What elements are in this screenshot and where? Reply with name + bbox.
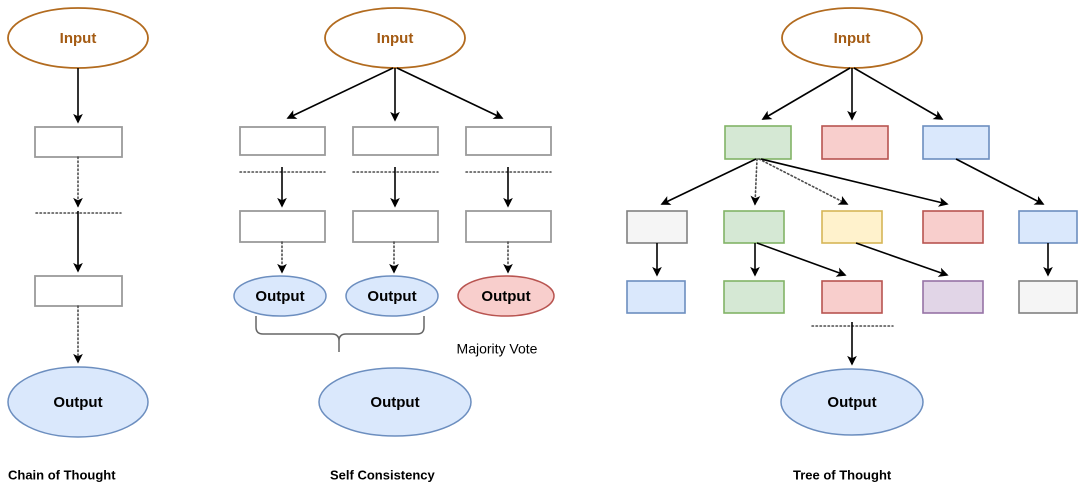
tot-l1-box-red[interactable] <box>821 125 889 160</box>
tot-edge-l1green-to-l2green <box>750 158 761 206</box>
tot-l2-box-green[interactable] <box>723 210 785 244</box>
tot-l3-box-blue[interactable] <box>626 280 686 314</box>
tot-l3-box-gray[interactable] <box>1018 280 1078 314</box>
tot-edge-l1green-to-l2gray <box>660 158 757 205</box>
sc-step2-box-1[interactable] <box>239 210 326 243</box>
panel-title-self-consistency: Self Consistency <box>330 467 436 482</box>
panel-title-chain-of-thought: Chain of Thought <box>8 467 116 482</box>
sc-step1-box-2[interactable] <box>352 126 439 156</box>
sc-majority-vote-label: Majority Vote <box>457 341 538 357</box>
tot-output-label: Output <box>827 394 876 411</box>
tot-edge-l1green-to-l2red <box>760 158 949 207</box>
sc-step1-box-3[interactable] <box>465 126 552 156</box>
tot-edge-l2green-to-l3red <box>756 242 847 277</box>
sc-output-ellipse-2[interactable] <box>345 275 439 317</box>
sc-step2-box-3[interactable] <box>465 210 552 243</box>
sc-final-output-label: Output <box>370 394 419 411</box>
panel-chain-of-thought: Input Output Chain of Thought <box>7 7 149 482</box>
panel-self-consistency: Input Output Output Output Majority Vote… <box>233 7 555 482</box>
sc-edge-input-to-branch-1 <box>286 67 394 119</box>
tot-edge-l1blue-to-l2blue <box>955 158 1045 205</box>
tot-l2-box-yellow[interactable] <box>821 210 883 244</box>
tot-l2-box-red[interactable] <box>922 210 984 244</box>
tot-edge-l2yellow-to-l3purple <box>855 242 949 277</box>
sc-output-label-3: Output <box>481 288 530 305</box>
sc-output-label-1: Output <box>255 288 304 305</box>
sc-output-label-2: Output <box>367 288 416 305</box>
cot-output-ellipse[interactable] <box>7 366 149 438</box>
tot-l1-box-green[interactable] <box>724 125 792 160</box>
tot-l1-box-blue[interactable] <box>922 125 990 160</box>
tot-edge-input-to-l1-blue <box>853 67 944 120</box>
sc-edge-input-to-branch-3 <box>396 67 504 119</box>
tot-l3-box-red[interactable] <box>821 280 883 314</box>
sc-step1-box-1[interactable] <box>239 126 326 156</box>
tot-edge-input-to-l1-green <box>761 67 851 120</box>
cot-output-label: Output <box>53 394 102 411</box>
tot-edge-l1green-to-l2yellow <box>758 158 849 205</box>
cot-input-label: Input <box>60 30 97 47</box>
sc-final-output-ellipse[interactable] <box>318 367 472 437</box>
cot-step-box-1[interactable] <box>34 126 123 158</box>
tot-l2-box-gray[interactable] <box>626 210 688 244</box>
sc-output-ellipse-3[interactable] <box>457 275 555 317</box>
tot-l3-box-green[interactable] <box>723 280 785 314</box>
sc-output-ellipse-1[interactable] <box>233 275 327 317</box>
tot-l3-box-purple[interactable] <box>922 280 984 314</box>
sc-step2-box-2[interactable] <box>352 210 439 243</box>
panel-title-tree-of-thought: Tree of Thought <box>793 467 892 482</box>
tot-l2-box-blue[interactable] <box>1018 210 1078 244</box>
panel-tree-of-thought: Input Output Tree of Thought <box>626 7 1078 482</box>
sc-input-label: Input <box>377 30 414 47</box>
tot-output-ellipse[interactable] <box>780 368 924 436</box>
cot-step-box-2[interactable] <box>34 275 123 307</box>
tot-input-label: Input <box>834 30 871 47</box>
